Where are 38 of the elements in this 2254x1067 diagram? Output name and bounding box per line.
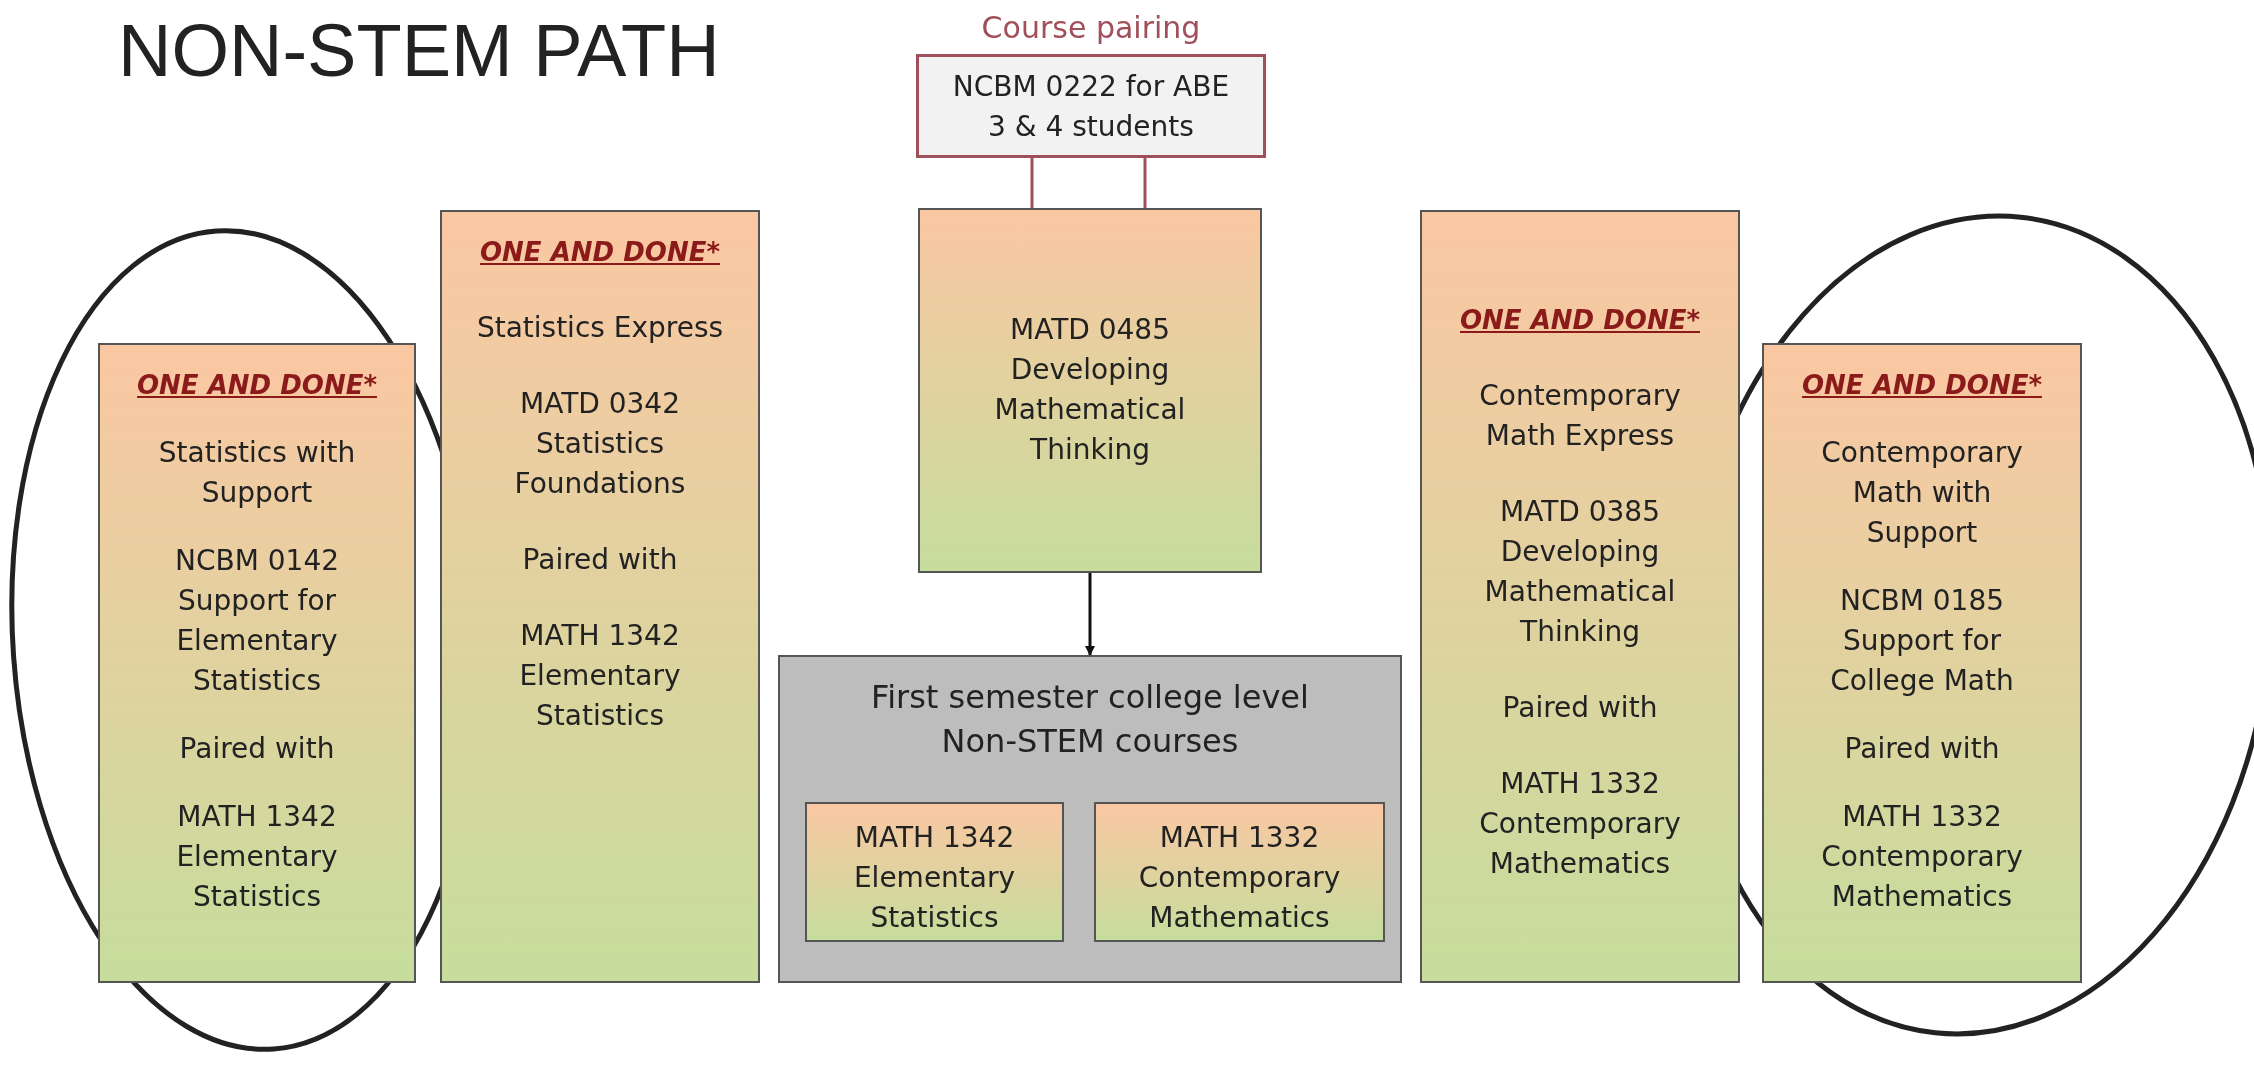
node-text: MATH 1342 Elementary Statistics	[518, 618, 682, 734]
node-text: Paired with	[178, 731, 336, 767]
node-text: Statistics with Support	[157, 435, 357, 511]
node-text: MATH 1342 Elementary Statistics	[852, 820, 1017, 936]
box-heading: Course pairing	[980, 9, 1202, 47]
process-box	[440, 210, 760, 983]
process-box	[1762, 343, 2082, 983]
node-text: MATD 0385 Developing Mathematical Thinking	[1483, 494, 1677, 650]
arrow	[1085, 573, 1095, 656]
diagram-title: NON-STEM PATH	[118, 8, 720, 93]
emphasis-heading: ONE AND DONE*	[1459, 304, 1701, 337]
node-text: Statistics Express	[476, 310, 724, 346]
node-text: Paired with	[1843, 731, 2001, 767]
group-box	[778, 655, 1402, 983]
node-text: MATD 0342 Statistics Foundations	[513, 386, 687, 502]
emphasis-heading: ONE AND DONE*	[136, 369, 378, 402]
node-text: MATH 1332 Contemporary Mathematics	[1820, 799, 2024, 915]
process-box	[918, 208, 1262, 573]
node-text: MATH 1332 Contemporary Mathematics	[1478, 766, 1682, 882]
group-title: First semester college level Non-STEM courses	[870, 677, 1310, 762]
node-text: Contemporary Math with Support	[1820, 435, 2024, 551]
process-box	[98, 343, 416, 983]
process-box	[1094, 802, 1385, 942]
emphasis-heading: ONE AND DONE*	[1801, 369, 2043, 402]
node-text: NCBM 0222 for ABE 3 & 4 students	[951, 69, 1231, 145]
process-box	[805, 802, 1064, 942]
node-text: NCBM 0142 Support for Elementary Statistics	[174, 543, 340, 699]
node-text: NCBM 0185 Support for College Math	[1829, 583, 2015, 699]
node-text: MATD 0485 Developing Mathematical Thinking	[993, 312, 1187, 468]
node-text: MATH 1342 Elementary Statistics	[175, 799, 339, 915]
node-text: MATH 1332 Contemporary Mathematics	[1137, 820, 1342, 936]
connector-line	[1030, 158, 1034, 208]
node-text: Paired with	[521, 542, 679, 578]
node-text: Paired with	[1501, 690, 1659, 726]
connector-line	[1143, 158, 1147, 208]
node-text: Contemporary Math Express	[1478, 378, 1682, 454]
process-box	[1420, 210, 1740, 983]
emphasis-heading: ONE AND DONE*	[479, 236, 721, 269]
